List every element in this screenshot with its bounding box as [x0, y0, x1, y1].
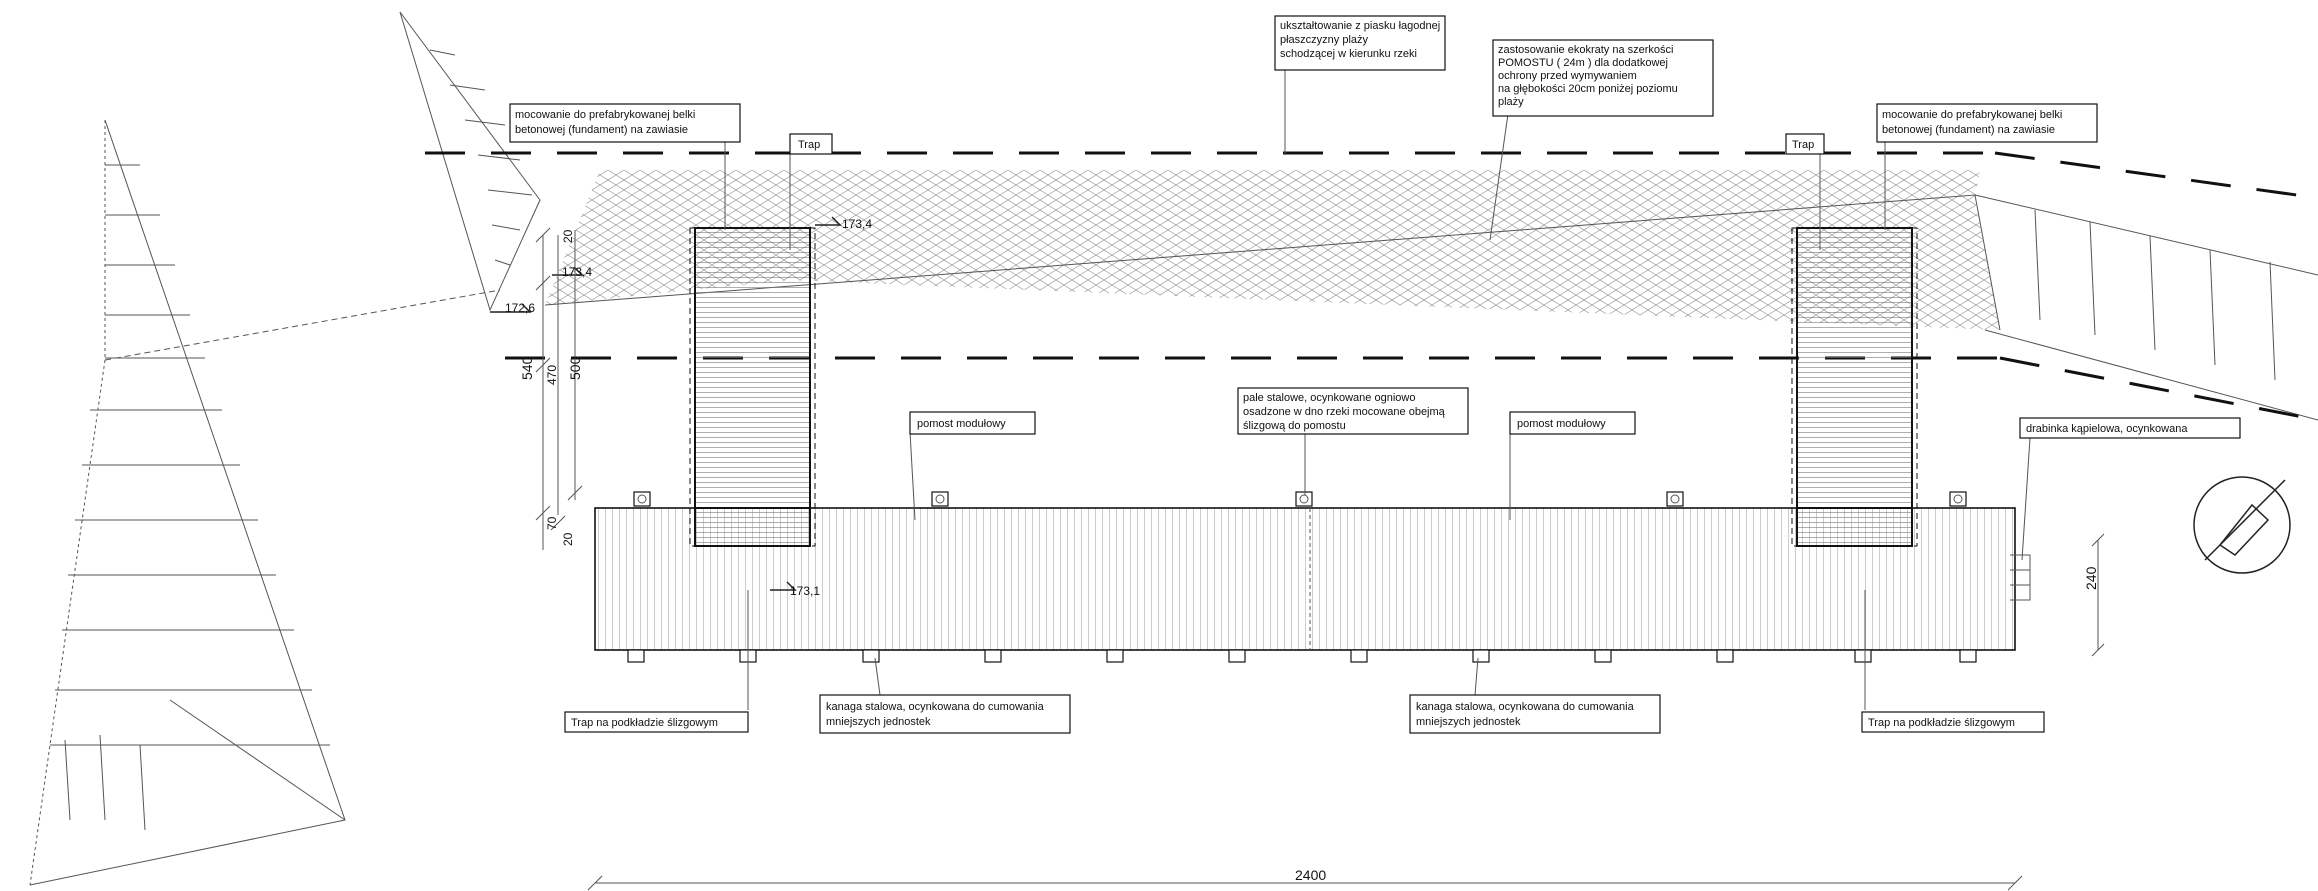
main-deck	[594, 507, 2016, 651]
svg-text:pomost modułowy: pomost modułowy	[917, 418, 1006, 430]
svg-text:na głębokości 20cm poniżej poz: na głębokości 20cm poniżej poziomu	[1498, 83, 1678, 95]
svg-text:mocowanie do prefabrykowanej b: mocowanie do prefabrykowanej belki	[1882, 109, 2062, 121]
note-trap-slide-left: Trap na podkładzie ślizgowym	[564, 711, 749, 733]
svg-text:płaszczyzny plaży: płaszczyzny plaży	[1280, 34, 1369, 46]
north-arrow	[2193, 476, 2291, 574]
svg-text:drabinka kąpielowa, ocynkowana: drabinka kąpielowa, ocynkowana	[2026, 423, 2188, 435]
svg-text:pale stalowe, ocynkowane ognio: pale stalowe, ocynkowane ogniowo	[1243, 392, 1415, 404]
svg-text:Trap: Trap	[798, 139, 820, 151]
svg-text:zastosowanie ekokraty na szerk: zastosowanie ekokraty na szerkości	[1498, 44, 1673, 56]
svg-text:pomost modułowy: pomost modułowy	[1517, 418, 1606, 430]
level-label-1: 173,4	[842, 217, 872, 231]
svg-text:Trap na podkładzie ślizgowym: Trap na podkładzie ślizgowym	[571, 717, 718, 729]
note-deck-right: pomost modułowy	[1509, 411, 1636, 435]
svg-text:plaży: plaży	[1498, 96, 1524, 108]
svg-text:ochrony przed wymywaniem: ochrony przed wymywaniem	[1498, 70, 1637, 82]
dim-20-top: 20	[561, 229, 575, 243]
note-ecocrate: zastosowanie ekokraty na szerkości POMOS…	[1492, 39, 1714, 117]
dim-70: 70	[545, 516, 559, 530]
level-label-4: 173,1	[790, 584, 820, 598]
level-label-3: 172,6	[505, 301, 535, 315]
svg-text:schodzącej w kierunku rzeki: schodzącej w kierunku rzeki	[1280, 48, 1417, 60]
dim-540: 540	[519, 356, 535, 380]
dim-20-bottom: 20	[561, 532, 575, 546]
svg-text:ukształtowanie z piasku łagodn: ukształtowanie z piasku łagodnej	[1280, 20, 1440, 32]
note-ladder: drabinka kąpielowa, ocynkowana	[2019, 417, 2241, 439]
svg-text:ślizgową do pomostu: ślizgową do pomostu	[1243, 420, 1346, 432]
svg-text:Trap na podkładzie ślizgowym: Trap na podkładzie ślizgowym	[1868, 717, 2015, 729]
upper-embankment	[399, 11, 541, 312]
svg-text:betonowej (fundament) na zawia: betonowej (fundament) na zawiasie	[515, 124, 688, 136]
level-label-2: 173,4	[562, 265, 592, 279]
note-piles: pale stalowe, ocynkowane ogniowo osadzon…	[1237, 387, 1469, 435]
note-trap-slide-right: Trap na podkładzie ślizgowym	[1861, 711, 2045, 733]
note-trap-left: Trap	[789, 133, 833, 155]
dim-240: 240	[2083, 566, 2099, 590]
piles	[633, 491, 1967, 507]
svg-text:mocowanie do prefabrykowanej b: mocowanie do prefabrykowanej belki	[515, 109, 695, 121]
note-beach-shape: ukształtowanie z piasku łagodnej płaszcz…	[1274, 15, 1446, 71]
dimension-lines	[535, 227, 2105, 891]
svg-text:betonowej (fundament) na zawia: betonowej (fundament) na zawiasie	[1882, 124, 2055, 136]
dim-2400: 2400	[1295, 867, 1326, 883]
note-bollard-right: kanaga stalowa, ocynkowana do cumowania …	[1409, 694, 1661, 734]
svg-text:osadzone w dno rzeki mocowane: osadzone w dno rzeki mocowane obejmą	[1243, 406, 1446, 418]
level-markers	[490, 216, 842, 591]
trap-right-drawing	[1791, 227, 1918, 547]
note-mount-right: mocowanie do prefabrykowanej belki beton…	[1876, 103, 2098, 143]
ladder-drawing	[2010, 554, 2031, 601]
dim-470: 470	[545, 365, 559, 385]
dim-500: 500	[567, 356, 583, 380]
leader-lines	[724, 65, 2031, 710]
axis-lines	[425, 151, 2318, 422]
svg-text:mniejszych jednostek: mniejszych jednostek	[1416, 716, 1521, 728]
left-embankment	[29, 119, 501, 886]
trap-left-drawing	[689, 227, 816, 547]
beach-hatch	[544, 170, 2318, 421]
note-trap-right: Trap	[1785, 133, 1825, 155]
note-bollard-left: kanaga stalowa, ocynkowana do cumowania …	[819, 694, 1071, 734]
svg-text:kanaga stalowa, ocynkowana do: kanaga stalowa, ocynkowana do cumowania	[826, 701, 1045, 713]
bollards	[627, 649, 1977, 663]
note-deck-left: pomost modułowy	[909, 411, 1036, 435]
svg-text:mniejszych jednostek: mniejszych jednostek	[826, 716, 931, 728]
note-mount-left: mocowanie do prefabrykowanej belki beton…	[509, 103, 741, 143]
svg-text:kanaga stalowa, ocynkowana do: kanaga stalowa, ocynkowana do cumowania	[1416, 701, 1635, 713]
svg-text:POMOSTU ( 24m ) dla dodatkowej: POMOSTU ( 24m ) dla dodatkowej	[1498, 57, 1668, 69]
svg-text:Trap: Trap	[1792, 139, 1814, 151]
